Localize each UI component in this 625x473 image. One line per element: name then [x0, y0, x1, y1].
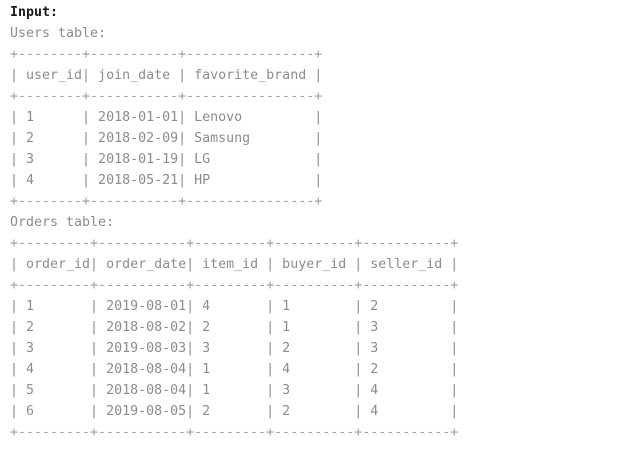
table-row: | 4 | 2018-05-21| HP | — [10, 173, 323, 188]
table-header-row: | user_id| join_date | favorite_brand | — [10, 68, 323, 83]
table-border-top: +---------+-----------+---------+-------… — [10, 236, 459, 251]
users-table-ascii: +--------+-----------+----------------+ |… — [10, 44, 625, 212]
page-title: Input: — [10, 5, 59, 20]
table-row: | 3 | 2018-01-19| LG | — [10, 152, 323, 167]
table-border-top: +--------+-----------+----------------+ — [10, 47, 323, 62]
table-row: | 1 | 2018-01-01| Lenovo | — [10, 110, 323, 125]
users-table-caption: Users table: — [10, 26, 107, 41]
table-border-header: +--------+-----------+----------------+ — [10, 89, 323, 104]
table-row: | 6 | 2019-08-05| 2 | 2 | 4 | — [10, 404, 459, 419]
orders-table-ascii: +---------+-----------+---------+-------… — [10, 233, 625, 443]
table-row: | 3 | 2019-08-03| 3 | 2 | 3 | — [10, 341, 459, 356]
table-header-row: | order_id| order_date| item_id | buyer_… — [10, 257, 459, 272]
orders-table-caption: Orders table: — [10, 215, 115, 230]
table-border-bottom: +---------+-----------+---------+-------… — [10, 425, 459, 440]
orders-table-block: Orders table: +---------+-----------+---… — [10, 212, 625, 443]
table-border-bottom: +--------+-----------+----------------+ — [10, 194, 323, 209]
users-table-block: Users table: +--------+-----------+-----… — [10, 23, 625, 212]
table-row: | 2 | 2018-02-09| Samsung | — [10, 131, 323, 146]
table-row: | 4 | 2018-08-04| 1 | 4 | 2 | — [10, 362, 459, 377]
table-row: | 1 | 2019-08-01| 4 | 1 | 2 | — [10, 299, 459, 314]
table-row: | 5 | 2018-08-04| 1 | 3 | 4 | — [10, 383, 459, 398]
ascii-table-output: Input: Users table: +--------+----------… — [10, 5, 625, 443]
table-row: | 2 | 2018-08-02| 2 | 1 | 3 | — [10, 320, 459, 335]
table-border-header: +---------+-----------+---------+-------… — [10, 278, 459, 293]
